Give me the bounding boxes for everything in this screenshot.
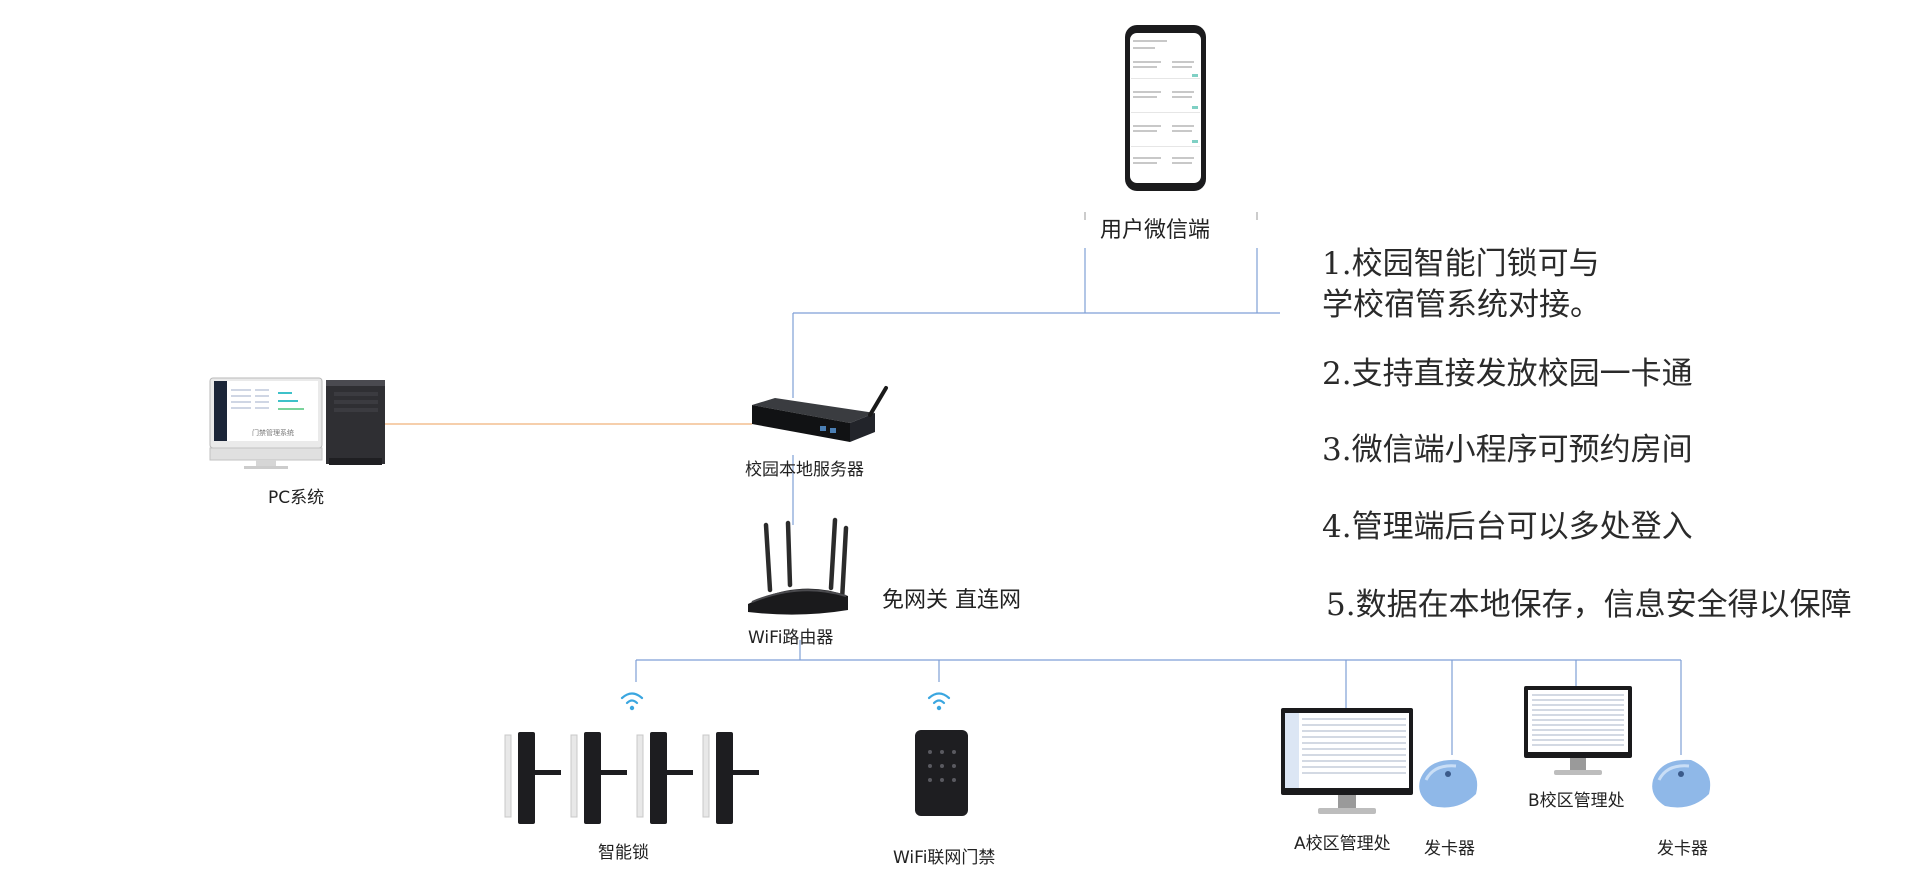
server-box xyxy=(752,386,888,442)
wechat-phone xyxy=(1125,25,1206,191)
card-reader-a xyxy=(1419,759,1478,808)
router-label: WiFi路由器 xyxy=(748,628,834,648)
wifi-signal-icon xyxy=(927,692,951,711)
campus-b-monitor xyxy=(1524,686,1632,775)
pc-system xyxy=(209,377,385,469)
wifi-signal-icon xyxy=(620,692,644,711)
feature-3: 3.微信端小程序可预约房间 xyxy=(1322,432,1693,468)
card-b-label: 发卡器 xyxy=(1657,839,1708,859)
wifi-router xyxy=(748,517,849,615)
campus-a-label: A校区管理处 xyxy=(1294,834,1391,854)
server-label: 校园本地服务器 xyxy=(745,460,864,480)
smart-locks xyxy=(504,732,759,824)
access-control-panel xyxy=(915,730,968,816)
card-a-label: 发卡器 xyxy=(1424,839,1475,859)
card-reader-b xyxy=(1652,759,1711,808)
router-note: 免网关 直连网 xyxy=(882,588,1021,613)
feature-4: 4.管理端后台可以多处登入 xyxy=(1322,509,1693,545)
pc-screen-caption: 门禁管理系统 xyxy=(252,429,294,437)
connection-lines xyxy=(635,248,1682,755)
access-label: WiFi联网门禁 xyxy=(893,848,996,868)
campus-b-label: B校区管理处 xyxy=(1528,791,1625,811)
feature-1b: 学校宿管系统对接。 xyxy=(1322,287,1601,323)
feature-5: 5.数据在本地保存，信息安全得以保障 xyxy=(1326,587,1852,623)
feature-1a: 1.校园智能门锁可与 xyxy=(1322,246,1600,282)
campus-a-monitor xyxy=(1281,708,1413,814)
wechat-label: 用户微信端 xyxy=(1100,218,1211,243)
feature-2: 2.支持直接发放校园一卡通 xyxy=(1322,356,1693,392)
lock-label: 智能锁 xyxy=(598,843,649,863)
pc-label: PC系统 xyxy=(268,488,325,508)
